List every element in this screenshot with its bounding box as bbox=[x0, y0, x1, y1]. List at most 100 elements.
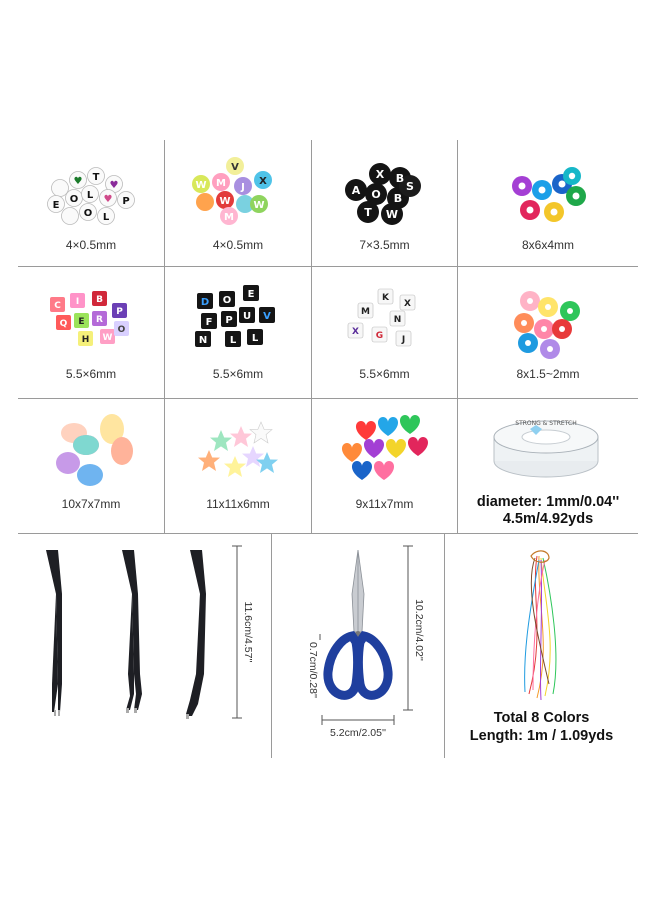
svg-text:A: A bbox=[352, 184, 361, 197]
svg-text:F: F bbox=[206, 317, 213, 328]
svg-text:X: X bbox=[404, 299, 411, 309]
scissors-length-label: 10.2cm/4.02'' bbox=[413, 599, 425, 661]
svg-text:O: O bbox=[84, 208, 93, 219]
cell-cube-color-letter-beads: C I B P Q E R H W O 5.5×6mm bbox=[18, 267, 164, 398]
scissors-handle-right bbox=[354, 630, 393, 700]
svg-text:P: P bbox=[225, 315, 232, 326]
scissors-width-label: 5.2cm/2.05'' bbox=[330, 727, 386, 739]
heart-beads-image bbox=[341, 415, 429, 480]
threads-image bbox=[524, 550, 557, 701]
svg-text:K: K bbox=[382, 293, 390, 303]
svg-text:M: M bbox=[224, 212, 234, 223]
svg-text:G: G bbox=[376, 331, 383, 341]
opaque-pony-beads-image bbox=[512, 167, 586, 222]
svg-text:L: L bbox=[230, 335, 237, 346]
cell-heart-beads: 9x11x7mm bbox=[312, 399, 457, 533]
svg-text:R: R bbox=[96, 315, 103, 325]
divider-h1 bbox=[18, 266, 638, 267]
divider-v5 bbox=[444, 533, 445, 758]
svg-text:N: N bbox=[199, 335, 207, 346]
scissors-handle-left bbox=[323, 630, 362, 700]
svg-text:T: T bbox=[93, 172, 100, 183]
size-label: 5.5×6mm bbox=[359, 367, 410, 381]
svg-text:W: W bbox=[103, 333, 113, 343]
scissors-blade-label: 0.7cm/0.28'' bbox=[307, 642, 319, 698]
svg-text:X: X bbox=[352, 327, 359, 337]
svg-text:V: V bbox=[263, 311, 271, 322]
cord-diameter: diameter: 1mm/0.04'' bbox=[476, 494, 620, 510]
spool-label: STRONG & STRETCH bbox=[515, 420, 576, 427]
cell-star-beads: 11x11x6mm bbox=[165, 399, 311, 533]
oval-beads-image bbox=[56, 414, 133, 486]
svg-text:T: T bbox=[364, 206, 372, 219]
tweezers-image: 11.6cm/4.57'' bbox=[46, 545, 254, 719]
svg-text:E: E bbox=[78, 317, 84, 327]
svg-text:P: P bbox=[122, 196, 129, 207]
svg-text:L: L bbox=[87, 190, 94, 201]
svg-text:B: B bbox=[396, 172, 404, 185]
size-label: 10x7x7mm bbox=[61, 497, 121, 511]
cell-oval-beads: 10x7x7mm bbox=[18, 399, 164, 533]
tweezers-length-label: 11.6cm/4.57'' bbox=[242, 601, 254, 662]
svg-text:W: W bbox=[195, 180, 206, 191]
divider-h3 bbox=[18, 533, 638, 534]
cell-tweezers: 11.6cm/4.57'' bbox=[18, 534, 271, 758]
svg-text:J: J bbox=[401, 335, 405, 345]
svg-text:W: W bbox=[219, 196, 230, 207]
cell-flat-round-beads: 8x1.5~2mm bbox=[458, 267, 638, 398]
size-label: 11x11x6mm bbox=[206, 497, 270, 511]
svg-text:E: E bbox=[53, 200, 60, 211]
size-label: 5.5×6mm bbox=[65, 367, 117, 381]
svg-text:C: C bbox=[54, 301, 61, 311]
svg-text:B: B bbox=[394, 192, 402, 205]
size-label: 8x6x4mm bbox=[521, 238, 574, 252]
divider-h2 bbox=[18, 398, 638, 399]
svg-text:J: J bbox=[240, 182, 245, 193]
svg-text:O: O bbox=[118, 325, 126, 335]
cell-opaque-pony-beads: 8x6x4mm bbox=[458, 140, 638, 266]
svg-text:L: L bbox=[252, 333, 259, 344]
svg-text:♥: ♥ bbox=[110, 180, 119, 191]
divider-v1 bbox=[164, 140, 165, 533]
svg-text:N: N bbox=[394, 315, 402, 325]
size-label: 5.5×6mm bbox=[212, 367, 264, 381]
svg-text:P: P bbox=[116, 307, 123, 317]
svg-text:L: L bbox=[103, 212, 110, 223]
threads-color-count: Total 8 Colors bbox=[493, 710, 590, 726]
svg-text:W: W bbox=[253, 200, 264, 211]
cell-elastic-cord: STRONG & STRETCH diameter: 1mm/0.04'' 4.… bbox=[458, 399, 638, 533]
svg-text:W: W bbox=[386, 208, 398, 221]
size-label: 4×0.5mm bbox=[212, 238, 264, 252]
svg-text:Q: Q bbox=[60, 319, 68, 329]
scissors-image: 10.2cm/4.02'' 0.7cm/0.28'' 5.2cm/2.05'' bbox=[307, 545, 425, 739]
size-label: 7×3.5mm bbox=[359, 238, 410, 252]
divider-v4 bbox=[271, 533, 272, 758]
cell-scissors: 10.2cm/4.02'' 0.7cm/0.28'' 5.2cm/2.05'' bbox=[272, 534, 444, 758]
svg-text:E: E bbox=[248, 289, 255, 300]
flat-round-beads-image bbox=[514, 291, 580, 359]
threads-length: Length: 1m / 1.09yds bbox=[469, 728, 614, 744]
elastic-cord-spool-image: STRONG & STRETCH bbox=[493, 420, 599, 478]
divider-v3 bbox=[457, 140, 458, 533]
svg-text:O: O bbox=[371, 188, 380, 201]
svg-text:D: D bbox=[201, 297, 209, 308]
cube-black-letter-beads-image: D O E F P U V N L L bbox=[195, 285, 275, 347]
svg-text:X: X bbox=[376, 168, 385, 181]
cell-cube-black-letter-beads: D O E F P U V N L L 5.5×6mm bbox=[165, 267, 311, 398]
star-beads-image bbox=[198, 421, 278, 477]
svg-text:U: U bbox=[243, 311, 251, 322]
cord-length: 4.5m/4.92yds bbox=[502, 511, 594, 527]
svg-text:♥: ♥ bbox=[74, 176, 83, 187]
svg-text:S: S bbox=[406, 180, 414, 193]
svg-text:H: H bbox=[82, 335, 90, 345]
divider-v2 bbox=[311, 140, 312, 533]
svg-text:I: I bbox=[76, 297, 79, 307]
svg-text:B: B bbox=[96, 295, 103, 305]
